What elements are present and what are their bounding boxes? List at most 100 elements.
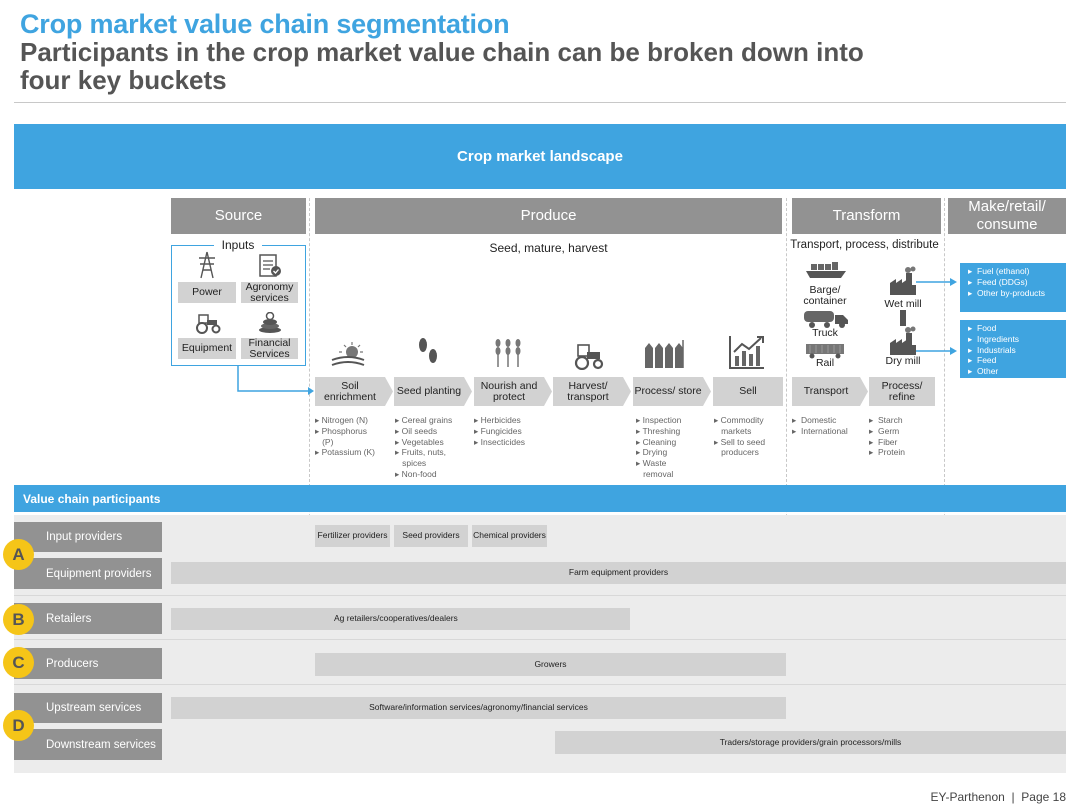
input-agronomy-services: Agronomy services bbox=[241, 281, 298, 303]
detail-item: Starch bbox=[878, 415, 903, 425]
harvest-tractor-icon bbox=[571, 342, 605, 375]
detail-item: Potassium (K) bbox=[321, 447, 376, 458]
output-item: Ingredients bbox=[977, 333, 1020, 344]
produce-sublabel: Seed, mature, harvest bbox=[489, 241, 608, 255]
output-item: Feed (DDGs) bbox=[977, 276, 1028, 287]
phase-produce: Produce bbox=[315, 198, 782, 234]
detail-item: Waste bbox=[642, 458, 667, 469]
detail-item: Domestic bbox=[801, 415, 837, 425]
nourish-details: ▸ Herbicides ▸ Fungicides ▸ Insecticides bbox=[474, 415, 526, 447]
phase-transform: Transform bbox=[792, 198, 941, 234]
detail-item: markets bbox=[721, 425, 752, 436]
soil-sun-icon bbox=[330, 340, 366, 373]
wheat-icon bbox=[492, 336, 524, 373]
bar-traders-processors: Traders/storage providers/grain processo… bbox=[555, 731, 1066, 754]
detail-item: International bbox=[801, 425, 848, 436]
bar-software-services: Software/information services/agronomy/f… bbox=[171, 697, 786, 719]
chevron-tip bbox=[860, 377, 868, 406]
input-financial-services: Financial Services bbox=[241, 337, 298, 359]
bar-ag-retailers: Ag retailers/cooperatives/dealers bbox=[171, 608, 630, 630]
tractor-icon bbox=[194, 312, 222, 339]
dry-mill-label: Dry mill bbox=[885, 355, 921, 367]
inputs-connector-arrow bbox=[237, 366, 314, 395]
rail-label: Rail bbox=[815, 357, 835, 369]
phase-source: Source bbox=[171, 198, 306, 234]
output-item: Other by-products bbox=[977, 287, 1046, 298]
step-seed-planting: Seed planting bbox=[394, 377, 464, 406]
page-title: Crop market value chain segmentation bbox=[20, 9, 510, 39]
detail-item: Herbicides bbox=[480, 415, 521, 425]
input-equipment: Equipment bbox=[178, 338, 236, 359]
dry-mill-factory-icon bbox=[888, 325, 918, 362]
output-item: Industrials bbox=[977, 344, 1016, 355]
page-footer: EY-Parthenon | Page 18 bbox=[930, 790, 1066, 804]
header-divider bbox=[14, 102, 1066, 103]
detail-item: spices bbox=[402, 458, 427, 469]
detail-item: (P) bbox=[322, 436, 334, 447]
sell-details: ▸ Commodity markets ▸ Sell to seed produ… bbox=[714, 415, 766, 458]
detail-item: removal bbox=[643, 468, 674, 479]
wet-mill-outputs: ▸ Fuel (ethanol) ▸ Feed (DDGs) ▸ Other b… bbox=[960, 263, 1066, 312]
detail-item: Sell to seed bbox=[720, 436, 766, 447]
sell-growth-chart-icon bbox=[728, 334, 766, 375]
participants-panel bbox=[14, 515, 1066, 773]
step-nourish-protect: Nourish and protect bbox=[474, 377, 544, 406]
step-harvest-transport: Harvest/ transport bbox=[553, 377, 623, 406]
detail-item: Threshing bbox=[642, 425, 681, 436]
output-item: Feed bbox=[977, 355, 997, 366]
seed-footprint-icon bbox=[414, 336, 442, 373]
row-upstream-services: Upstream services bbox=[14, 693, 162, 723]
chevron-tip bbox=[544, 377, 552, 406]
step-transport: Transport bbox=[792, 377, 860, 406]
bucket-badge-b: B bbox=[3, 604, 34, 635]
bar-fertilizer-providers: Fertilizer providers bbox=[315, 525, 390, 547]
input-power: Power bbox=[178, 282, 236, 303]
power-tower-icon bbox=[196, 251, 218, 284]
inputs-label: Inputs bbox=[214, 238, 262, 252]
row-equipment-providers: Equipment providers bbox=[14, 558, 162, 589]
bar-seed-providers: Seed providers bbox=[394, 525, 468, 547]
chevron-tip bbox=[623, 377, 631, 406]
landscape-banner: Crop market landscape bbox=[14, 124, 1066, 189]
step-soil-enrichment: Soil enrichment bbox=[315, 377, 385, 406]
detail-item: Phosphorus bbox=[321, 425, 368, 436]
truck-label: Truck bbox=[812, 327, 838, 339]
soil-details: ▸ Nitrogen (N) ▸ Phosphorus (P) ▸ Potass… bbox=[315, 415, 376, 458]
dry-mill-outputs: ▸ Food ▸ Ingredients ▸ Industrials ▸ Fee… bbox=[960, 320, 1066, 378]
agronomy-clipboard-icon bbox=[258, 252, 282, 283]
wet-mill-factory-icon bbox=[888, 265, 918, 302]
detail-item: Cleaning bbox=[642, 436, 677, 447]
seed-details: ▸ Cereal grains ▸ Oil seeds ▸ Vegetables… bbox=[395, 415, 453, 479]
row-divider bbox=[14, 639, 1066, 640]
row-downstream-services: Downstream services bbox=[14, 729, 162, 760]
detail-item: Vegetables bbox=[401, 436, 444, 447]
phase-make-retail-consume: Make/retail/ consume bbox=[948, 198, 1066, 234]
detail-item: Cereal grains bbox=[401, 415, 453, 425]
detail-item: Insecticides bbox=[480, 436, 526, 447]
row-input-providers: Input providers bbox=[14, 522, 162, 552]
detail-item: Drying bbox=[642, 447, 668, 458]
page-subtitle: Participants in the crop market value ch… bbox=[20, 37, 864, 95]
wet-mill-output-arrow bbox=[916, 278, 957, 286]
row-divider bbox=[14, 595, 1066, 596]
transport-details: ▸ Domestic ▸ International bbox=[792, 415, 848, 436]
bucket-badge-d: D bbox=[3, 710, 34, 741]
bucket-badge-a: A bbox=[3, 539, 34, 570]
transform-sublabel: Transport, process, distribute bbox=[790, 239, 939, 251]
output-item: Fuel (ethanol) bbox=[977, 266, 1030, 276]
chevron-tip bbox=[464, 377, 472, 406]
mill-connector-icon bbox=[900, 310, 906, 326]
process-details: ▸ Inspection ▸ Threshing ▸ Cleaning ▸ Dr… bbox=[636, 415, 682, 479]
detail-item: Commodity bbox=[720, 415, 764, 425]
detail-item: Nitrogen (N) bbox=[321, 415, 368, 425]
chevron-tip bbox=[385, 377, 393, 406]
detail-item: Fruits, nuts, bbox=[401, 447, 447, 458]
bucket-badge-c: C bbox=[3, 647, 34, 678]
detail-item: Oil seeds bbox=[401, 425, 438, 436]
detail-item: Fungicides bbox=[480, 425, 522, 436]
bar-chemical-providers: Chemical providers bbox=[472, 525, 547, 547]
silo-icon bbox=[643, 336, 689, 375]
row-producers: Producers bbox=[14, 648, 162, 679]
detail-item: Germ bbox=[878, 425, 900, 436]
row-divider bbox=[14, 684, 1066, 685]
